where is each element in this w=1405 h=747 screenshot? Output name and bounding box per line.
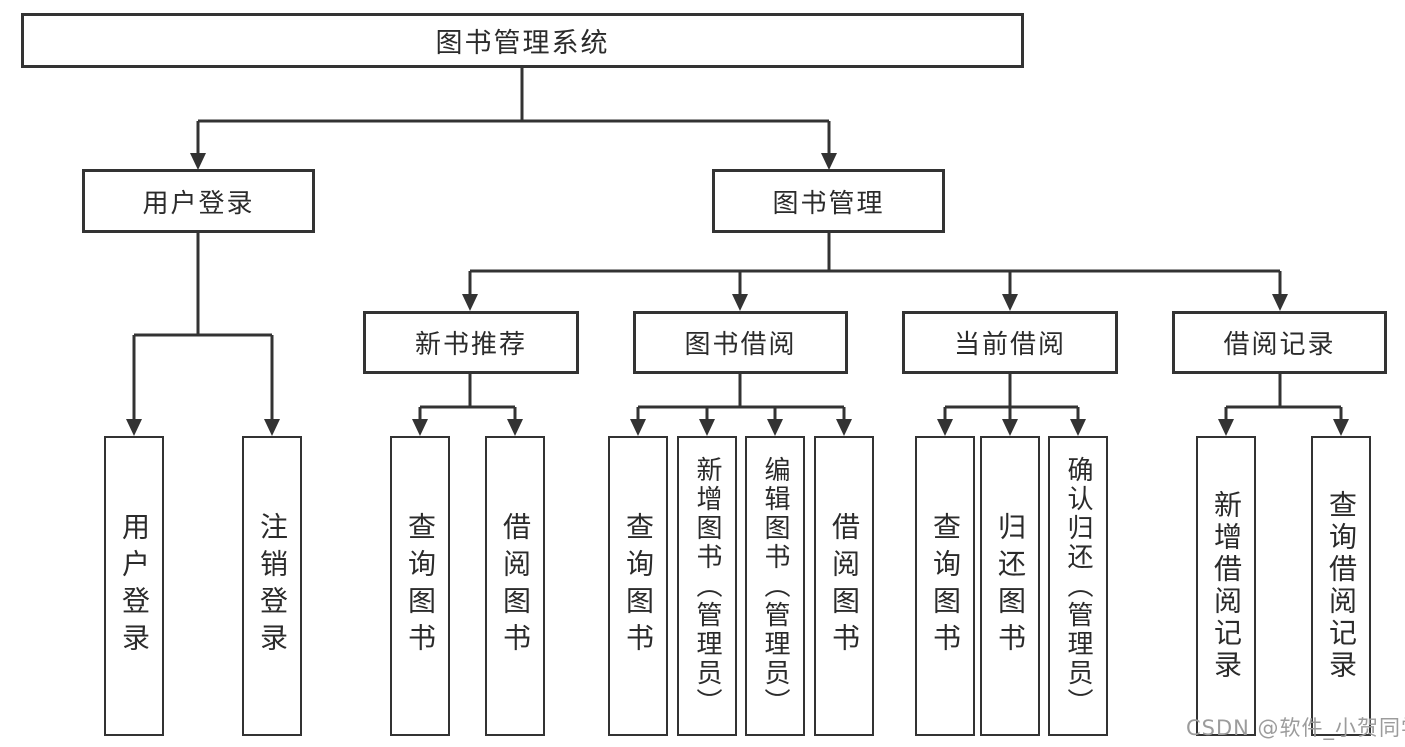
connector-book-mgmt-branch xyxy=(468,233,1282,297)
leaf-edit-book-admin: 编辑图书（管理员） xyxy=(745,436,805,736)
leaf-add-book-admin: 新增图书（管理员） xyxy=(677,436,737,736)
leaf-edit-book-admin-label: 编辑图书（管理员） xyxy=(760,455,790,717)
node-library-system-label: 图书管理系统 xyxy=(435,28,610,59)
node-book-management-label: 图书管理 xyxy=(772,188,885,219)
node-current-borrow-label: 当前借阅 xyxy=(953,330,1066,360)
connector-current-borrow-branch xyxy=(943,374,1080,422)
leaf-borrow-books: 借阅图书 xyxy=(814,436,874,736)
node-borrow-records-label: 借阅记录 xyxy=(1223,330,1336,360)
leaf-return-book: 归还图书 xyxy=(980,436,1040,736)
arrowheads-new-book-branch xyxy=(412,419,523,436)
leaf-confirm-return-admin: 确认归还（管理员） xyxy=(1048,436,1108,736)
leaf-query-books-current: 查询图书 xyxy=(915,436,975,736)
leaf-add-book-admin-label: 新增图书（管理员） xyxy=(692,455,722,717)
leaf-query-borrow-record-label: 查询借阅记录 xyxy=(1325,490,1358,682)
arrowheads-root-branch xyxy=(190,153,837,170)
connector-borrow-records-branch xyxy=(1224,374,1343,422)
node-current-borrow: 当前借阅 xyxy=(902,311,1118,374)
node-book-borrow: 图书借阅 xyxy=(633,311,848,374)
arrowheads-book-borrow-branch xyxy=(630,419,852,436)
leaf-query-books-recommend-label: 查询图书 xyxy=(404,512,437,660)
leaf-user-login: 用户登录 xyxy=(104,436,164,736)
connector-book-borrow-branch xyxy=(636,374,846,422)
leaf-query-books-current-label: 查询图书 xyxy=(929,512,962,660)
connector-root-branch xyxy=(196,68,831,155)
connector-user-login-branch xyxy=(132,233,274,422)
connector-new-book-branch xyxy=(418,374,517,422)
leaf-borrow-books-recommend: 借阅图书 xyxy=(485,436,545,736)
node-book-borrow-label: 图书借阅 xyxy=(684,330,797,360)
arrowheads-current-borrow-branch xyxy=(937,419,1086,436)
arrowheads-book-mgmt-branch xyxy=(462,294,1288,311)
leaf-logout: 注销登录 xyxy=(242,436,302,736)
node-new-book-recommend-label: 新书推荐 xyxy=(414,330,527,360)
leaf-borrow-books-label: 借阅图书 xyxy=(828,512,861,660)
watermark-text: CSDN @软件_小贺同学 xyxy=(1186,716,1405,740)
leaf-query-books-borrow: 查询图书 xyxy=(608,436,668,736)
node-user-login-label: 用户登录 xyxy=(142,188,255,219)
leaf-add-borrow-record: 新增借阅记录 xyxy=(1196,436,1256,736)
node-library-system: 图书管理系统 xyxy=(21,13,1024,68)
leaf-borrow-books-recommend-label: 借阅图书 xyxy=(499,512,532,660)
leaf-user-login-label: 用户登录 xyxy=(118,512,151,660)
leaf-logout-label: 注销登录 xyxy=(256,512,289,660)
node-user-login: 用户登录 xyxy=(82,169,315,233)
node-book-management: 图书管理 xyxy=(712,169,945,233)
arrowheads-user-login-branch xyxy=(126,419,280,436)
leaf-add-borrow-record-label: 新增借阅记录 xyxy=(1210,490,1243,682)
leaf-query-books-borrow-label: 查询图书 xyxy=(622,512,655,660)
arrowheads-borrow-records-branch xyxy=(1218,419,1349,436)
node-new-book-recommend: 新书推荐 xyxy=(363,311,579,374)
leaf-confirm-return-admin-label: 确认归还（管理员） xyxy=(1063,455,1093,717)
leaf-query-books-recommend: 查询图书 xyxy=(390,436,450,736)
leaf-query-borrow-record: 查询借阅记录 xyxy=(1311,436,1371,736)
leaf-return-book-label: 归还图书 xyxy=(994,512,1027,660)
node-borrow-records: 借阅记录 xyxy=(1172,311,1387,374)
